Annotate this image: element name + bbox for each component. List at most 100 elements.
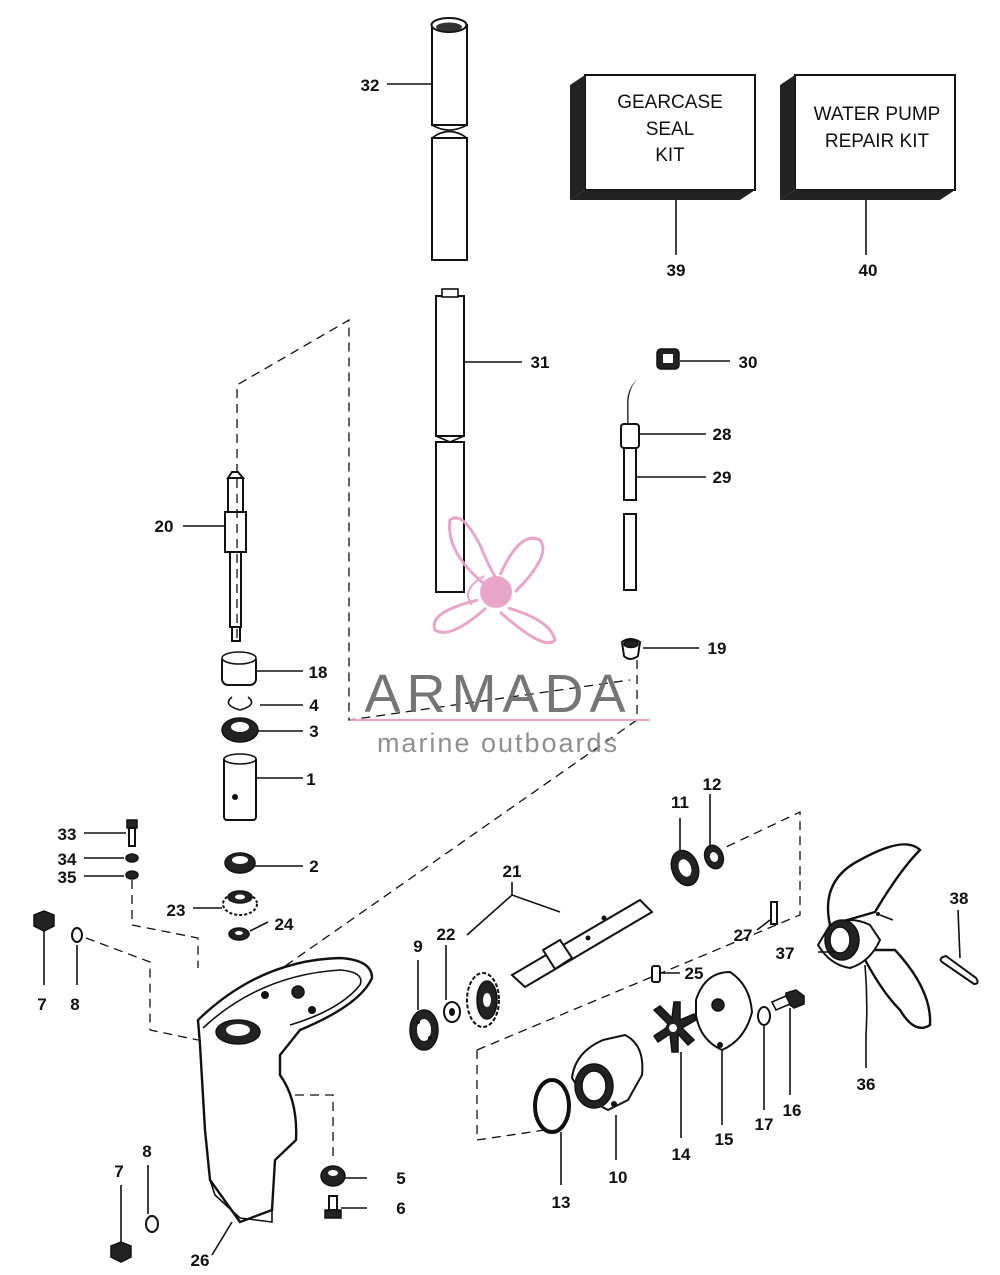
label-5: 5: [396, 1169, 405, 1188]
label-18: 18: [309, 663, 328, 682]
part-3-bearing: [221, 717, 303, 743]
part-4-clip: [227, 696, 303, 711]
label-40: 40: [859, 261, 878, 280]
part-35-washer: [84, 870, 139, 880]
label-28: 28: [713, 425, 732, 444]
label-33: 33: [58, 825, 77, 844]
part-1-sleeve: [223, 753, 303, 821]
label-24: 24: [275, 915, 294, 934]
label-10: 10: [609, 1168, 628, 1187]
part-7-plug-upper: [33, 910, 55, 985]
label-8-upper: 8: [70, 995, 79, 1014]
label-38: 38: [950, 889, 969, 908]
label-7-lower: 7: [114, 1162, 123, 1181]
kit-39-line-3: KIT: [655, 145, 685, 166]
part-16-screw: [770, 989, 805, 1095]
kit-39-line-2: SEAL: [646, 119, 695, 140]
part-38-cotter-pin: [939, 909, 979, 986]
label-6: 6: [396, 1199, 405, 1218]
label-36: 36: [857, 1075, 876, 1094]
part-27-pin: [756, 901, 778, 931]
part-36-propeller: [816, 843, 932, 1068]
label-25: 25: [685, 964, 704, 983]
part-8-washer-upper: [71, 927, 83, 985]
part-28-29-tube: [620, 374, 706, 591]
guide-line-plug-upper: [85, 937, 199, 1041]
part-14-impeller: [652, 1001, 697, 1138]
label-13: 13: [552, 1193, 571, 1212]
part-6-bolt: [324, 1195, 367, 1219]
part-10-pump-housing: [570, 1033, 644, 1160]
part-18-bushing: [221, 651, 303, 686]
label-14: 14: [672, 1145, 691, 1164]
part-32-water-tube: [387, 17, 468, 261]
kit-box-gearcase-seal: GEARCASE SEAL KIT 39: [570, 74, 756, 280]
part-13-o-ring: [533, 1078, 571, 1185]
part-17-washer: [757, 1006, 771, 1110]
guide-line-oring: [476, 1050, 546, 1141]
label-32: 32: [361, 76, 380, 95]
label-31: 31: [531, 353, 550, 372]
part-24-nut: [228, 921, 269, 941]
part-2-bushing: [224, 852, 303, 874]
part-7-plug-lower: [110, 1185, 132, 1263]
part-26-gearcase: [196, 956, 374, 1256]
part-9-bearing: [409, 960, 439, 1051]
label-11: 11: [671, 793, 689, 812]
part-23-pinion-gear: [193, 890, 258, 916]
part-11-bearing: [670, 818, 700, 887]
label-26: 26: [191, 1251, 210, 1270]
label-37: 37: [776, 944, 795, 963]
label-7-upper: 7: [37, 995, 46, 1014]
label-20: 20: [155, 517, 174, 536]
watermark-tagline: marine outboards: [377, 728, 619, 758]
label-2: 2: [309, 857, 318, 876]
part-34-washer: [84, 853, 139, 863]
guide-line-screw: [131, 880, 199, 968]
callout-labels: 32 31 30 28 29 20 19 18 4 3 1 33 34 35 2…: [37, 76, 968, 1270]
part-5-nut: [320, 1165, 367, 1187]
guide-line-pump: [476, 810, 801, 1051]
watermark-brand: ARMADA: [364, 664, 631, 724]
armada-watermark: ARMADA marine outboards: [350, 516, 650, 758]
label-17: 17: [755, 1115, 774, 1134]
label-16: 16: [783, 1101, 802, 1120]
label-1: 1: [306, 770, 315, 789]
part-22-washer: [443, 945, 461, 1023]
part-12-nut: [703, 794, 725, 870]
part-15-pump-plate: [695, 970, 754, 1125]
kit-40-line-1: WATER PUMP: [814, 104, 941, 125]
kit-40-line-2: REPAIR KIT: [825, 131, 930, 152]
guide-line-upper: [236, 318, 631, 721]
guide-line-5-6: [295, 1094, 334, 1160]
part-19-grommet: [620, 638, 699, 660]
label-4: 4: [309, 696, 319, 715]
label-12: 12: [703, 775, 722, 794]
label-9: 9: [413, 937, 422, 956]
label-15: 15: [715, 1130, 734, 1149]
part-21-gear: [466, 972, 500, 1028]
part-30-grommet: [656, 348, 730, 370]
part-8-washer-lower: [145, 1165, 159, 1233]
propeller-logo: [432, 516, 557, 645]
label-8-lower: 8: [142, 1142, 151, 1161]
label-21: 21: [503, 862, 522, 881]
label-19: 19: [708, 639, 727, 658]
kit-39-line-1: GEARCASE: [617, 92, 723, 113]
label-35: 35: [58, 868, 77, 887]
label-34: 34: [58, 850, 77, 869]
label-23: 23: [167, 901, 186, 920]
part-25-pin: [651, 965, 680, 983]
label-22: 22: [437, 925, 456, 944]
label-29: 29: [713, 468, 732, 487]
part-33-screw: [84, 819, 138, 847]
label-30: 30: [739, 353, 758, 372]
part-20-driveshaft: [183, 471, 247, 642]
label-39: 39: [667, 261, 686, 280]
part-21-propeller-shaft: [466, 882, 654, 989]
kit-box-water-pump-repair: WATER PUMP REPAIR KIT 40: [780, 74, 956, 280]
label-3: 3: [309, 722, 318, 741]
part-31-square-shaft: [435, 288, 522, 593]
label-27: 27: [734, 926, 753, 945]
